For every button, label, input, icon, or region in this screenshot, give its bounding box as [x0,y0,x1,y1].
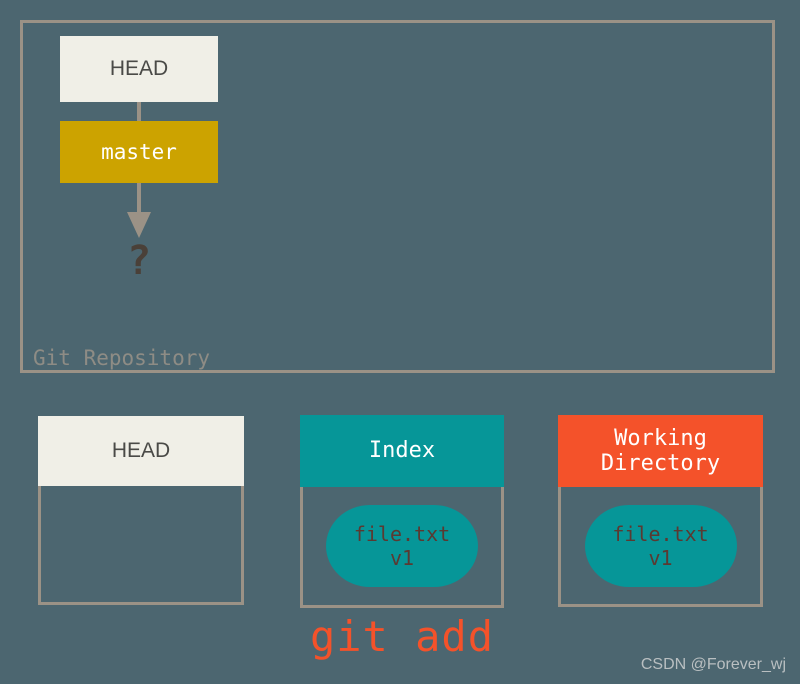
repo-node-head: HEAD [60,36,218,102]
git-add-caption: git add [309,612,494,661]
git-repository-label: Git Repository [33,346,211,370]
area-column-working-directory: Working Directory file.txt v1 [558,415,763,607]
csdn-watermark: CSDN @Forever_wj [640,656,786,673]
area-column-index: Index file.txt v1 [300,415,504,608]
arrow-head-icon [127,212,151,238]
area-body-head [38,486,244,605]
git-repository-frame [20,20,775,373]
repo-node-unknown-commit: ? [126,238,152,284]
area-header-head: HEAD [38,416,244,486]
area-body-index: file.txt v1 [300,487,504,608]
connector-master-to-unknown [137,183,141,216]
file-blob-working-directory: file.txt v1 [584,505,737,587]
area-body-working-directory: file.txt v1 [558,487,763,607]
repo-node-master: master [60,121,218,183]
area-column-head: HEAD [38,416,244,605]
file-blob-index: file.txt v1 [326,505,478,587]
connector-head-to-master [137,102,141,122]
area-header-index: Index [300,415,504,487]
area-header-working-directory: Working Directory [558,415,763,487]
